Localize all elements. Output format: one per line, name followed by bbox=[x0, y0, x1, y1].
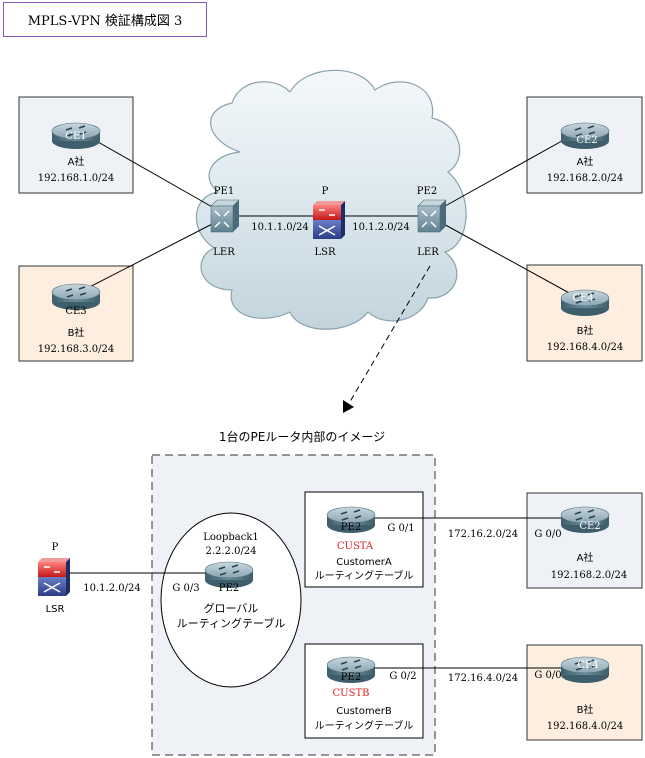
custa-table-line1: CustomerA bbox=[336, 557, 392, 568]
bottom-ce4-site-label: B社 bbox=[577, 703, 594, 716]
ce3-subnet: 192.168.3.0/24 bbox=[38, 344, 115, 355]
bottom-ce4-iface: G 0/0 bbox=[534, 670, 561, 681]
bottom-p-switch-icon[interactable] bbox=[38, 558, 70, 596]
pe2-role: LER bbox=[417, 247, 439, 258]
ce1-router-icon[interactable] bbox=[51, 122, 101, 149]
link-p-pe2-subnet: 10.1.2.0/24 bbox=[352, 222, 409, 233]
custa-pe2-router-icon[interactable] bbox=[326, 506, 376, 533]
loopback-name: Loopback1 bbox=[203, 532, 258, 543]
ce3-site-box bbox=[18, 265, 134, 362]
ce2-name: CE2 bbox=[576, 135, 597, 146]
custb-table-line2: ルーティングテーブル bbox=[315, 719, 414, 732]
link-pe2-ce2 bbox=[437, 131, 579, 211]
ce2-router-icon[interactable] bbox=[560, 122, 610, 149]
loopback-ip: 2.2.2.0/24 bbox=[205, 546, 256, 557]
ce4-name: CE4 bbox=[572, 293, 593, 304]
custb-pe2-name: PE2 bbox=[341, 672, 361, 683]
ce4-site-label: B社 bbox=[577, 324, 594, 337]
ce4-subnet: 192.168.4.0/24 bbox=[547, 342, 624, 353]
pe1-role: LER bbox=[213, 247, 235, 258]
link-ce1-pe1 bbox=[83, 133, 222, 213]
zoom-caption: 1台のPEルータ内部のイメージ bbox=[219, 429, 385, 444]
bottom-ce4-name: CE4 bbox=[577, 660, 598, 671]
ce3-site-label: B社 bbox=[68, 326, 85, 339]
bottom-link-p-pe2-subnet: 10.1.2.0/24 bbox=[83, 583, 140, 594]
pe1-name: PE1 bbox=[214, 186, 234, 197]
bottom-ce2-router-icon[interactable] bbox=[560, 506, 610, 533]
custb-vrf-name: CUSTB bbox=[333, 688, 370, 699]
custb-pe2-router-icon[interactable] bbox=[326, 656, 376, 683]
custa-pe2-name: PE2 bbox=[341, 522, 361, 533]
custb-link-subnet: 172.16.4.0/24 bbox=[448, 673, 518, 684]
custa-link-subnet: 172.16.2.0/24 bbox=[448, 529, 518, 540]
custb-iface: G 0/2 bbox=[389, 671, 416, 682]
custa-iface: G 0/1 bbox=[387, 523, 414, 534]
global-table-circle bbox=[160, 512, 302, 688]
pe1-router-icon[interactable] bbox=[210, 199, 240, 233]
global-pe2-router-icon[interactable] bbox=[204, 561, 254, 588]
p-role: LSR bbox=[314, 247, 335, 258]
link-ce3-pe1 bbox=[73, 220, 219, 296]
global-pe2-name: PE2 bbox=[219, 583, 239, 594]
global-iface: G 0/3 bbox=[172, 583, 199, 594]
ce2-subnet: 192.168.2.0/24 bbox=[547, 173, 624, 184]
page-title: MPLS-VPN 検証構成図 3 bbox=[3, 2, 207, 37]
ce1-site-label: A社 bbox=[68, 155, 85, 168]
bottom-ce2-name: CE2 bbox=[579, 521, 600, 532]
pe2-name: PE2 bbox=[417, 186, 437, 197]
bottom-ce2-iface: G 0/0 bbox=[534, 529, 561, 540]
global-table-line2: ルーティングテーブル bbox=[177, 616, 286, 630]
link-pe1-p-subnet: 10.1.1.0/24 bbox=[251, 222, 308, 233]
bottom-p-role: LSR bbox=[46, 604, 65, 615]
ce3-name: CE3 bbox=[65, 306, 86, 317]
p-name: P bbox=[322, 186, 329, 197]
ce4-router-icon[interactable] bbox=[560, 289, 610, 316]
ce3-router-icon[interactable] bbox=[51, 283, 101, 310]
bottom-p-name: P bbox=[52, 542, 59, 553]
ce1-name: CE1 bbox=[65, 131, 86, 142]
mpls-cloud bbox=[195, 69, 467, 330]
zoom-arrow-head bbox=[343, 400, 354, 413]
bottom-ce4-router-icon[interactable] bbox=[560, 656, 610, 683]
bottom-ce2-site-label: A社 bbox=[577, 551, 594, 564]
ce1-subnet: 192.168.1.0/24 bbox=[38, 173, 115, 184]
pe2-router-icon[interactable] bbox=[417, 199, 447, 233]
bottom-ce2-subnet: 192.168.2.0/24 bbox=[551, 570, 628, 581]
p-switch-icon[interactable] bbox=[313, 201, 345, 239]
bottom-ce4-subnet: 192.168.4.0/24 bbox=[547, 721, 624, 732]
global-table-line1: グローバル bbox=[204, 601, 259, 615]
zoom-arrow bbox=[347, 265, 431, 406]
custa-vrf-box bbox=[304, 491, 424, 588]
ce2-site-label: A社 bbox=[577, 155, 594, 168]
link-pe2-ce4 bbox=[439, 221, 583, 301]
custb-table-line1: CustomerB bbox=[336, 706, 392, 717]
custa-vrf-name: CUSTA bbox=[337, 541, 374, 552]
custa-table-line2: ルーティングテーブル bbox=[315, 569, 414, 582]
